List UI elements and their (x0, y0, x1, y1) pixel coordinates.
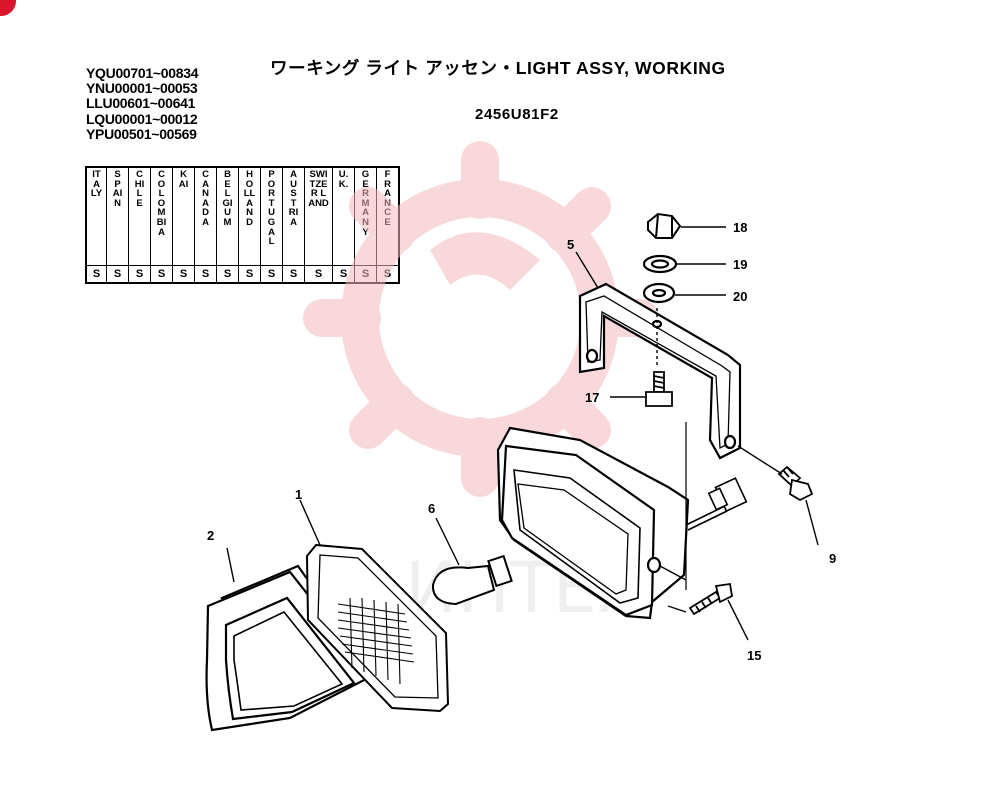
bolt-part-17 (645, 371, 673, 407)
lens-part-1 (305, 543, 450, 713)
callout-2: 2 (207, 528, 214, 543)
serial-range: YQU00701~00834 (86, 65, 199, 81)
nut-part-18 (647, 212, 682, 239)
callout-15: 15 (747, 648, 761, 663)
country-cell: ITALY (85, 166, 107, 266)
callout-5: 5 (567, 237, 574, 252)
country-mark: S (106, 265, 129, 284)
country-name: BELGIUM (222, 169, 233, 228)
country-name-row: ITALY SPAIN CHILE COLOMBIA KAI CANADA BE… (85, 166, 400, 266)
wire-connector (685, 477, 748, 531)
country-mark: S (85, 265, 107, 284)
serial-range: YNU00001~00053 (86, 80, 198, 97)
callout-20: 20 (733, 289, 747, 304)
country-mark: S (238, 265, 261, 284)
bulb-part-6 (431, 554, 513, 606)
part-number: 2456U81F2 (475, 106, 559, 123)
callout-labels: 18 19 20 17 5 2 1 6 9 15 (207, 220, 836, 663)
serial-range: LQU00001~00012 (86, 110, 198, 127)
country-cell: COLOMBIA (150, 166, 173, 266)
washer-part-20 (642, 282, 676, 304)
screw-part-15 (688, 582, 733, 616)
lock-washer-part-19 (642, 254, 678, 274)
callout-6: 6 (428, 501, 435, 516)
callout-1: 1 (295, 487, 302, 502)
country-mark: S (304, 265, 333, 284)
serial-range: LLU00601~00641 (86, 95, 196, 112)
frame-part-2 (205, 564, 376, 732)
lens-grid (337, 597, 415, 685)
country-name: HOLLAND (243, 169, 256, 228)
country-name: SPAIN (112, 169, 123, 209)
country-name: SWITZER LAND (308, 169, 329, 209)
country-name: U.K. (338, 169, 349, 190)
serial-ranges: YQU00701~00834 YNU00001~00053 LLU00601~0… (86, 65, 199, 142)
country-name: PORTUGAL (267, 169, 276, 248)
leader-lines (226, 226, 819, 641)
callout-9: 9 (829, 551, 836, 566)
country-name: COLOMBIA (156, 169, 167, 238)
country-name: KAI (178, 169, 189, 190)
serial-range: YPU00501~00569 (86, 125, 197, 142)
page-title: ワーキング ライト アッセン・LIGHT ASSY, WORKING (270, 58, 726, 78)
country-name: AUSTRIA (288, 169, 299, 228)
bracket-part-5 (578, 282, 742, 460)
callout-19: 19 (733, 257, 747, 272)
country-cell: BELGIUM (216, 166, 239, 266)
country-name: CHILE (134, 169, 145, 209)
country-cell: SWITZER LAND (304, 166, 333, 266)
country-name: CANADA (202, 169, 209, 228)
bolt-part-9 (777, 465, 814, 502)
country-name: ITALY (90, 169, 103, 200)
callout-17: 17 (585, 390, 599, 405)
lamp-housing (496, 426, 690, 620)
callout-18: 18 (733, 220, 747, 235)
